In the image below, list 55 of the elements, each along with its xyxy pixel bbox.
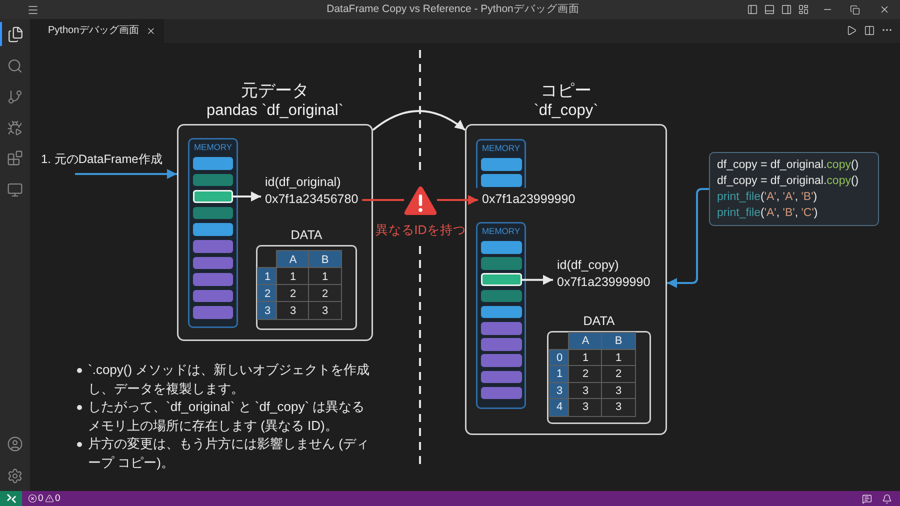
bullet-text: `.copy() メソッドは、新しいオブジェクトを作成し、データを複製します。 (88, 361, 371, 398)
arrow (372, 110, 466, 131)
table-value: 2 (277, 285, 309, 302)
code-line: print_file('A', 'A', 'B') (717, 190, 818, 204)
memory-address: 0x7f1a23456780 (265, 190, 358, 207)
arrow (233, 191, 261, 202)
connector-line (362, 199, 404, 201)
warning-note: 異なるIDを持つ (375, 223, 466, 238)
column-header: A (569, 333, 602, 350)
panel-heading: コピー (540, 80, 592, 101)
memory-address: 0x7f1a23999990 (482, 191, 576, 208)
column-header: A (277, 251, 309, 268)
highlighted-memory-slot (480, 273, 522, 286)
table-value: 3 (602, 382, 635, 399)
arrow (667, 188, 709, 288)
table-value: 2 (602, 366, 635, 382)
arrow (75, 169, 177, 179)
memory-label: MEMORY (482, 226, 520, 236)
memory-label: MEMORY (482, 143, 520, 153)
id-call-text: id(df_original) (265, 174, 341, 190)
memory-column (188, 138, 238, 328)
window-title: DataFrame Copy vs Reference - Pythonデバッグ画面 (326, 3, 580, 16)
memory-column (476, 222, 526, 409)
error-count: 0 (38, 492, 44, 506)
arrow (437, 195, 478, 205)
column-header: B (602, 333, 635, 350)
table-title: DATA (290, 228, 322, 243)
row-index: 3 (258, 302, 277, 319)
editor-tab: Pythonデバッグ画面 (30, 19, 164, 43)
table-value: 2 (569, 366, 602, 382)
bullet-text: したがって、`df_original` と `df_copy` は異なるメモリ上の場所に存在します (異なる ID)。 (88, 398, 366, 435)
panel-heading: pandas `df_original` (206, 101, 344, 120)
warning-icon (404, 186, 437, 215)
memory-address: 0x7f1a23999990 (557, 274, 650, 290)
id-call-text: id(df_copy) (557, 257, 619, 274)
panel-heading: 元データ (241, 80, 309, 101)
memory-label: MEMORY (194, 142, 232, 152)
row-index: 4 (550, 399, 569, 416)
panel-heading: `df_copy` (534, 101, 598, 120)
code-line: print_file('A', 'B', 'C') (717, 206, 819, 220)
arrow (522, 274, 553, 285)
highlighted-memory-slot (193, 190, 233, 203)
table-value: 3 (569, 382, 602, 399)
table-value: 1 (569, 350, 602, 366)
table-title: DATA (583, 314, 615, 329)
memory-column (476, 139, 526, 188)
code-line: df_copy = df_original.copy() (717, 174, 860, 188)
code-line: df_copy = df_original.copy() (717, 158, 860, 172)
column-header: B (309, 251, 341, 268)
bullet-text: 片方の変更は、もう片方には影響しません (ディープ コピー)。 (88, 435, 370, 472)
edge-label: 1. 元のDataFrame作成 (41, 151, 162, 167)
table-value: 1 (602, 350, 635, 366)
code-panel (709, 152, 879, 226)
warning-count: 0 (55, 492, 60, 506)
table-value: 1 (277, 268, 309, 285)
